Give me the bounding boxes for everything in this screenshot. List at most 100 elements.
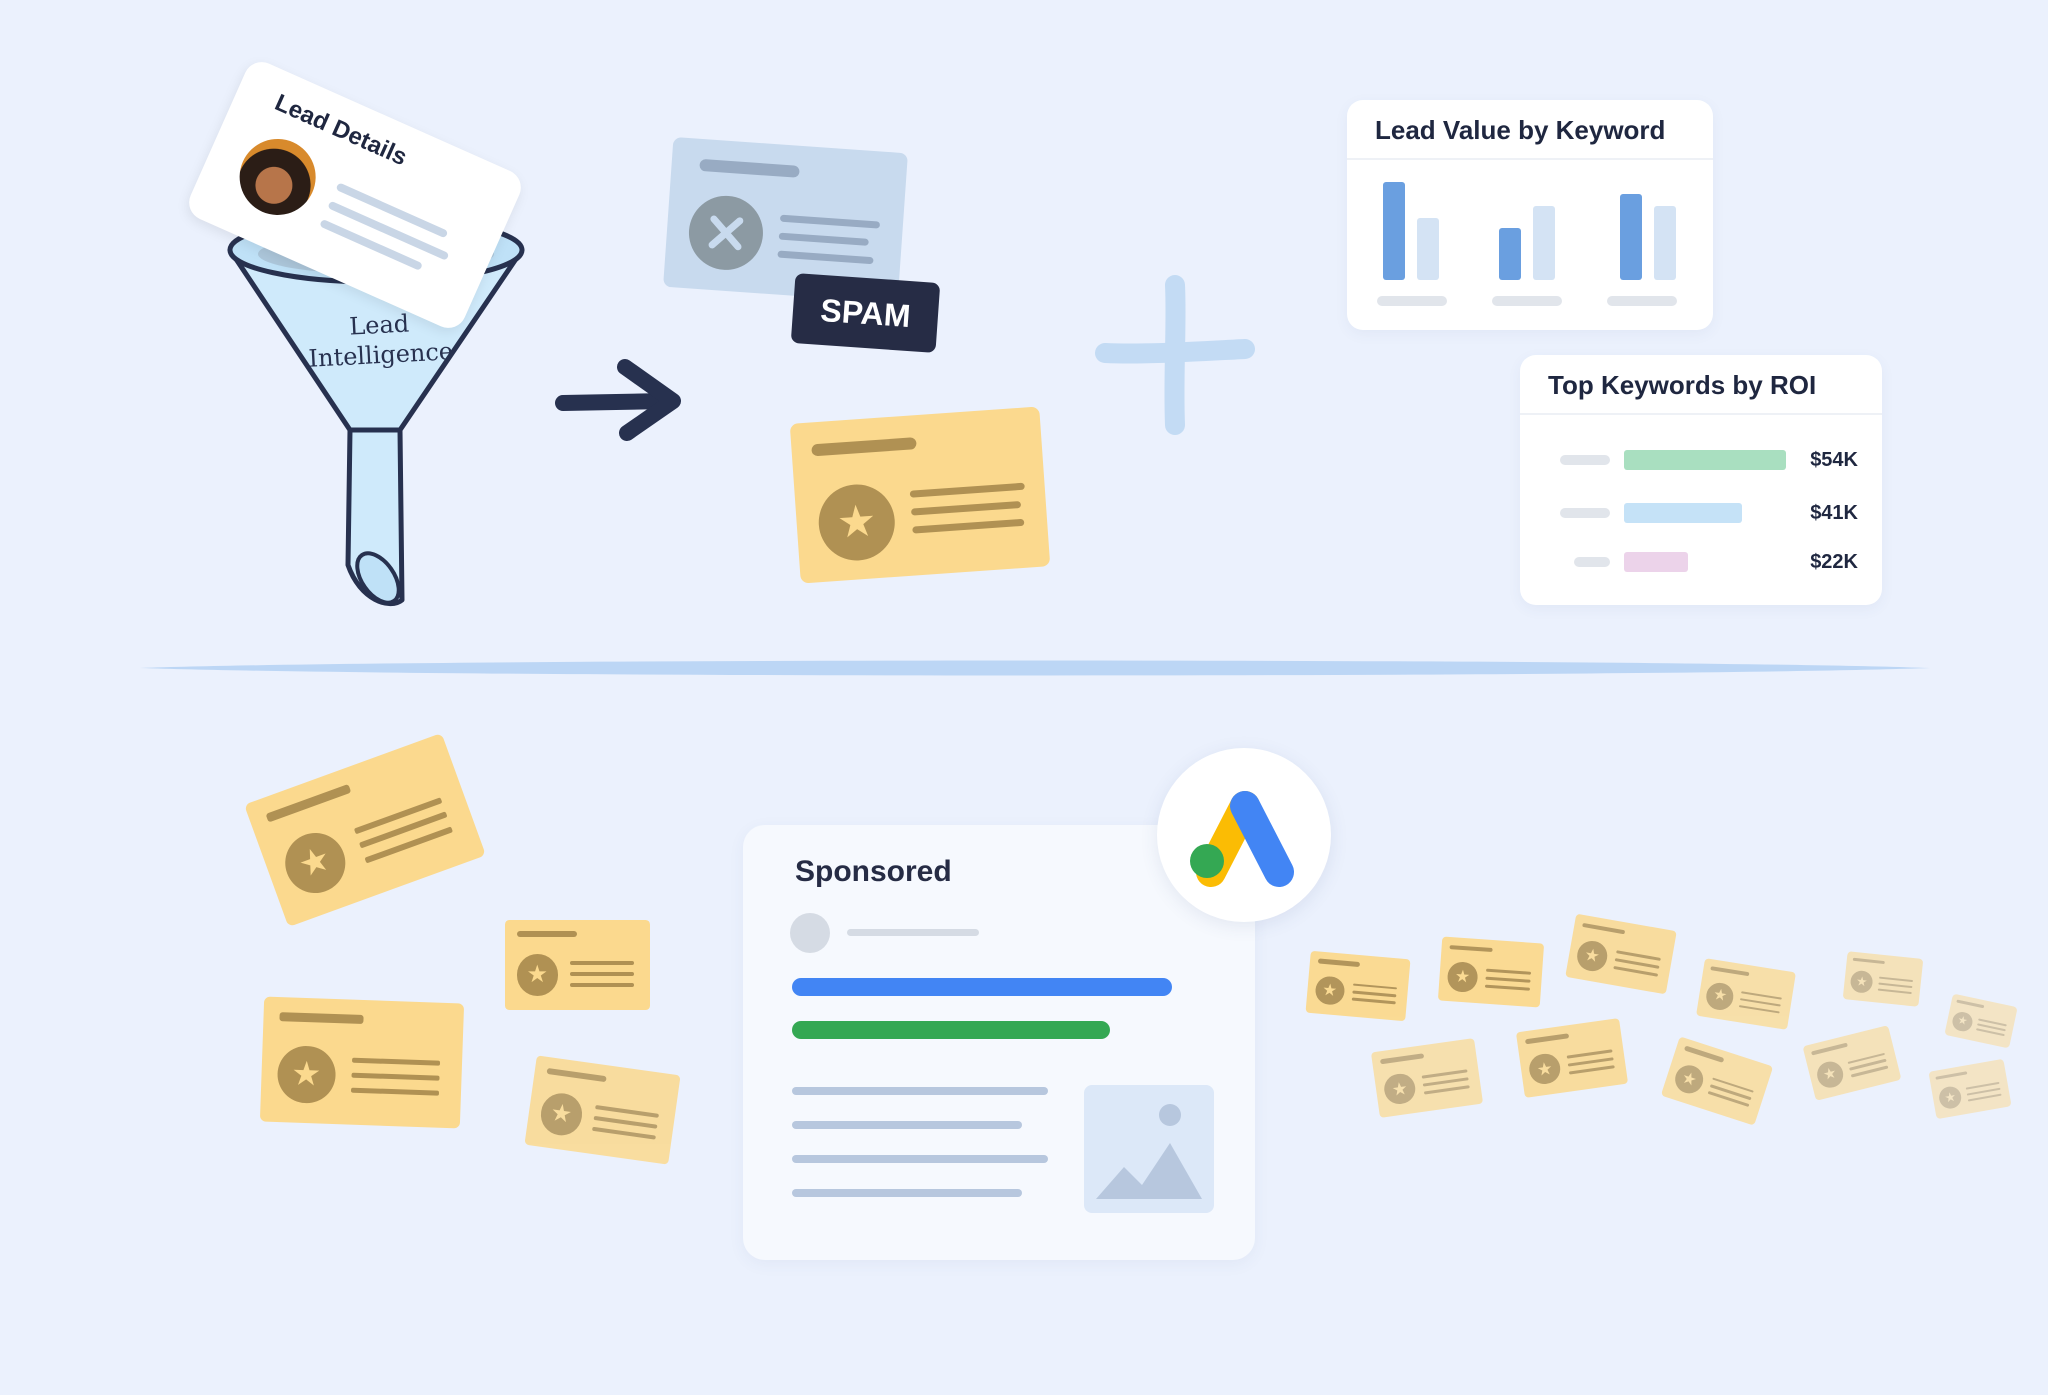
axis-label-placeholder [1607, 296, 1677, 306]
plus-icon [1095, 275, 1255, 435]
bar-dark [1620, 194, 1642, 280]
card-header-line [546, 1067, 608, 1083]
keyword-placeholder [1560, 508, 1610, 518]
sponsored-label: Sponsored [795, 855, 952, 888]
roi-bar [1624, 552, 1688, 572]
lead-card: ★ [524, 1055, 681, 1165]
sponsored-ad-card: Sponsored [743, 825, 1255, 1260]
bar-dark [1499, 228, 1521, 280]
detail-line [1877, 988, 1912, 994]
detail-line [364, 826, 453, 864]
card-header-line [279, 1012, 364, 1024]
star-icon: ★ [276, 1044, 337, 1105]
ad-text-line [792, 1087, 1048, 1095]
detail-line [1352, 983, 1398, 990]
star-icon: ★ [1814, 1059, 1846, 1091]
detail-line [1879, 976, 1913, 983]
section-divider [140, 660, 1930, 676]
bar-dark [1383, 182, 1405, 280]
lead-value-bar-chart [1377, 182, 1677, 306]
lead-card: ★ [244, 733, 486, 927]
lead-card: ★ [1944, 993, 2018, 1049]
detail-line [1739, 1004, 1780, 1014]
detail-line [1878, 982, 1913, 989]
star-icon: ★ [1704, 981, 1736, 1012]
lead-card: ★ [1305, 950, 1411, 1022]
right-arrow-icon [555, 359, 681, 441]
ad-url-bar [792, 1021, 1110, 1039]
card-header-line [1810, 1042, 1848, 1056]
detail-line [350, 1087, 440, 1096]
card-header-line [699, 158, 800, 178]
detail-line [912, 518, 1025, 534]
card-header-line [1317, 958, 1361, 967]
spam-lead-card [663, 136, 908, 304]
detail-line [1568, 1065, 1615, 1075]
detail-line [570, 983, 635, 988]
star-icon: ★ [1446, 961, 1479, 993]
card-header-line [1525, 1033, 1570, 1044]
star-icon: ★ [1382, 1072, 1417, 1107]
detail-line [778, 232, 869, 246]
star-icon: ★ [1937, 1085, 1964, 1111]
card-header-line [1449, 944, 1493, 953]
lead-card: ★ [1928, 1058, 2012, 1120]
detail-line [777, 250, 874, 265]
keyword-placeholder [1574, 557, 1610, 567]
image-placeholder-icon [1084, 1085, 1214, 1213]
card-header-line [1956, 999, 1985, 1009]
bar-light [1654, 206, 1676, 280]
card-header-line [1582, 922, 1626, 935]
roi-value: $54K [1810, 449, 1858, 471]
lead-card: ★ [1370, 1038, 1484, 1118]
detail-line [351, 1057, 441, 1066]
roi-panel: Top Keywords by ROI $54K $41K $22K [1520, 355, 1882, 605]
star-icon: ★ [1849, 969, 1874, 995]
lead-card: ★ [1565, 913, 1677, 995]
funnel-label: Lead Intelligence [299, 306, 462, 374]
card-header-line [1935, 1071, 1968, 1080]
detail-line [910, 500, 1022, 516]
star-icon: ★ [1671, 1061, 1708, 1098]
detail-line [909, 482, 1025, 498]
detail-line [593, 1116, 658, 1129]
advertiser-avatar [790, 913, 830, 953]
star-icon: ★ [1575, 938, 1610, 974]
lead-card: ★ [1802, 1025, 1902, 1101]
ad-text-line [792, 1155, 1048, 1163]
star-icon: ★ [816, 481, 898, 564]
card-header-line [1852, 957, 1885, 965]
advertiser-line [847, 929, 979, 936]
bar-light [1533, 206, 1555, 280]
star-icon: ★ [537, 1090, 585, 1138]
lead-card: ★ [1660, 1036, 1774, 1126]
roi-value: $22K [1810, 551, 1858, 573]
axis-label-placeholder [1377, 296, 1447, 306]
lead-card: ★ [259, 996, 465, 1129]
roi-value: $41K [1810, 502, 1858, 524]
detail-line [570, 961, 635, 966]
detail-line [1485, 969, 1531, 976]
detail-line [1485, 976, 1531, 983]
detail-line [1707, 1091, 1750, 1108]
star-icon: ★ [276, 825, 354, 902]
lead-card: ★ [1842, 951, 1924, 1007]
card-header-line [516, 930, 578, 938]
card-header-line [1710, 966, 1750, 977]
card-header-line [265, 783, 352, 823]
roi-row: $41K [1520, 498, 1882, 528]
ad-headline-bar [792, 978, 1172, 996]
detail-line [1484, 984, 1530, 991]
detail-line [1352, 990, 1397, 998]
card-header-line [1683, 1045, 1725, 1063]
avatar [227, 126, 328, 228]
card-header-line [811, 437, 917, 457]
roi-row: $22K [1520, 547, 1882, 577]
star-icon: ★ [1314, 974, 1346, 1006]
bar-light [1417, 218, 1439, 280]
detail-line [351, 1072, 440, 1081]
detail-line [595, 1105, 659, 1119]
google-ads-badge [1157, 748, 1331, 922]
card-header-line [1380, 1053, 1425, 1064]
lead-card: ★ [1515, 1018, 1629, 1098]
